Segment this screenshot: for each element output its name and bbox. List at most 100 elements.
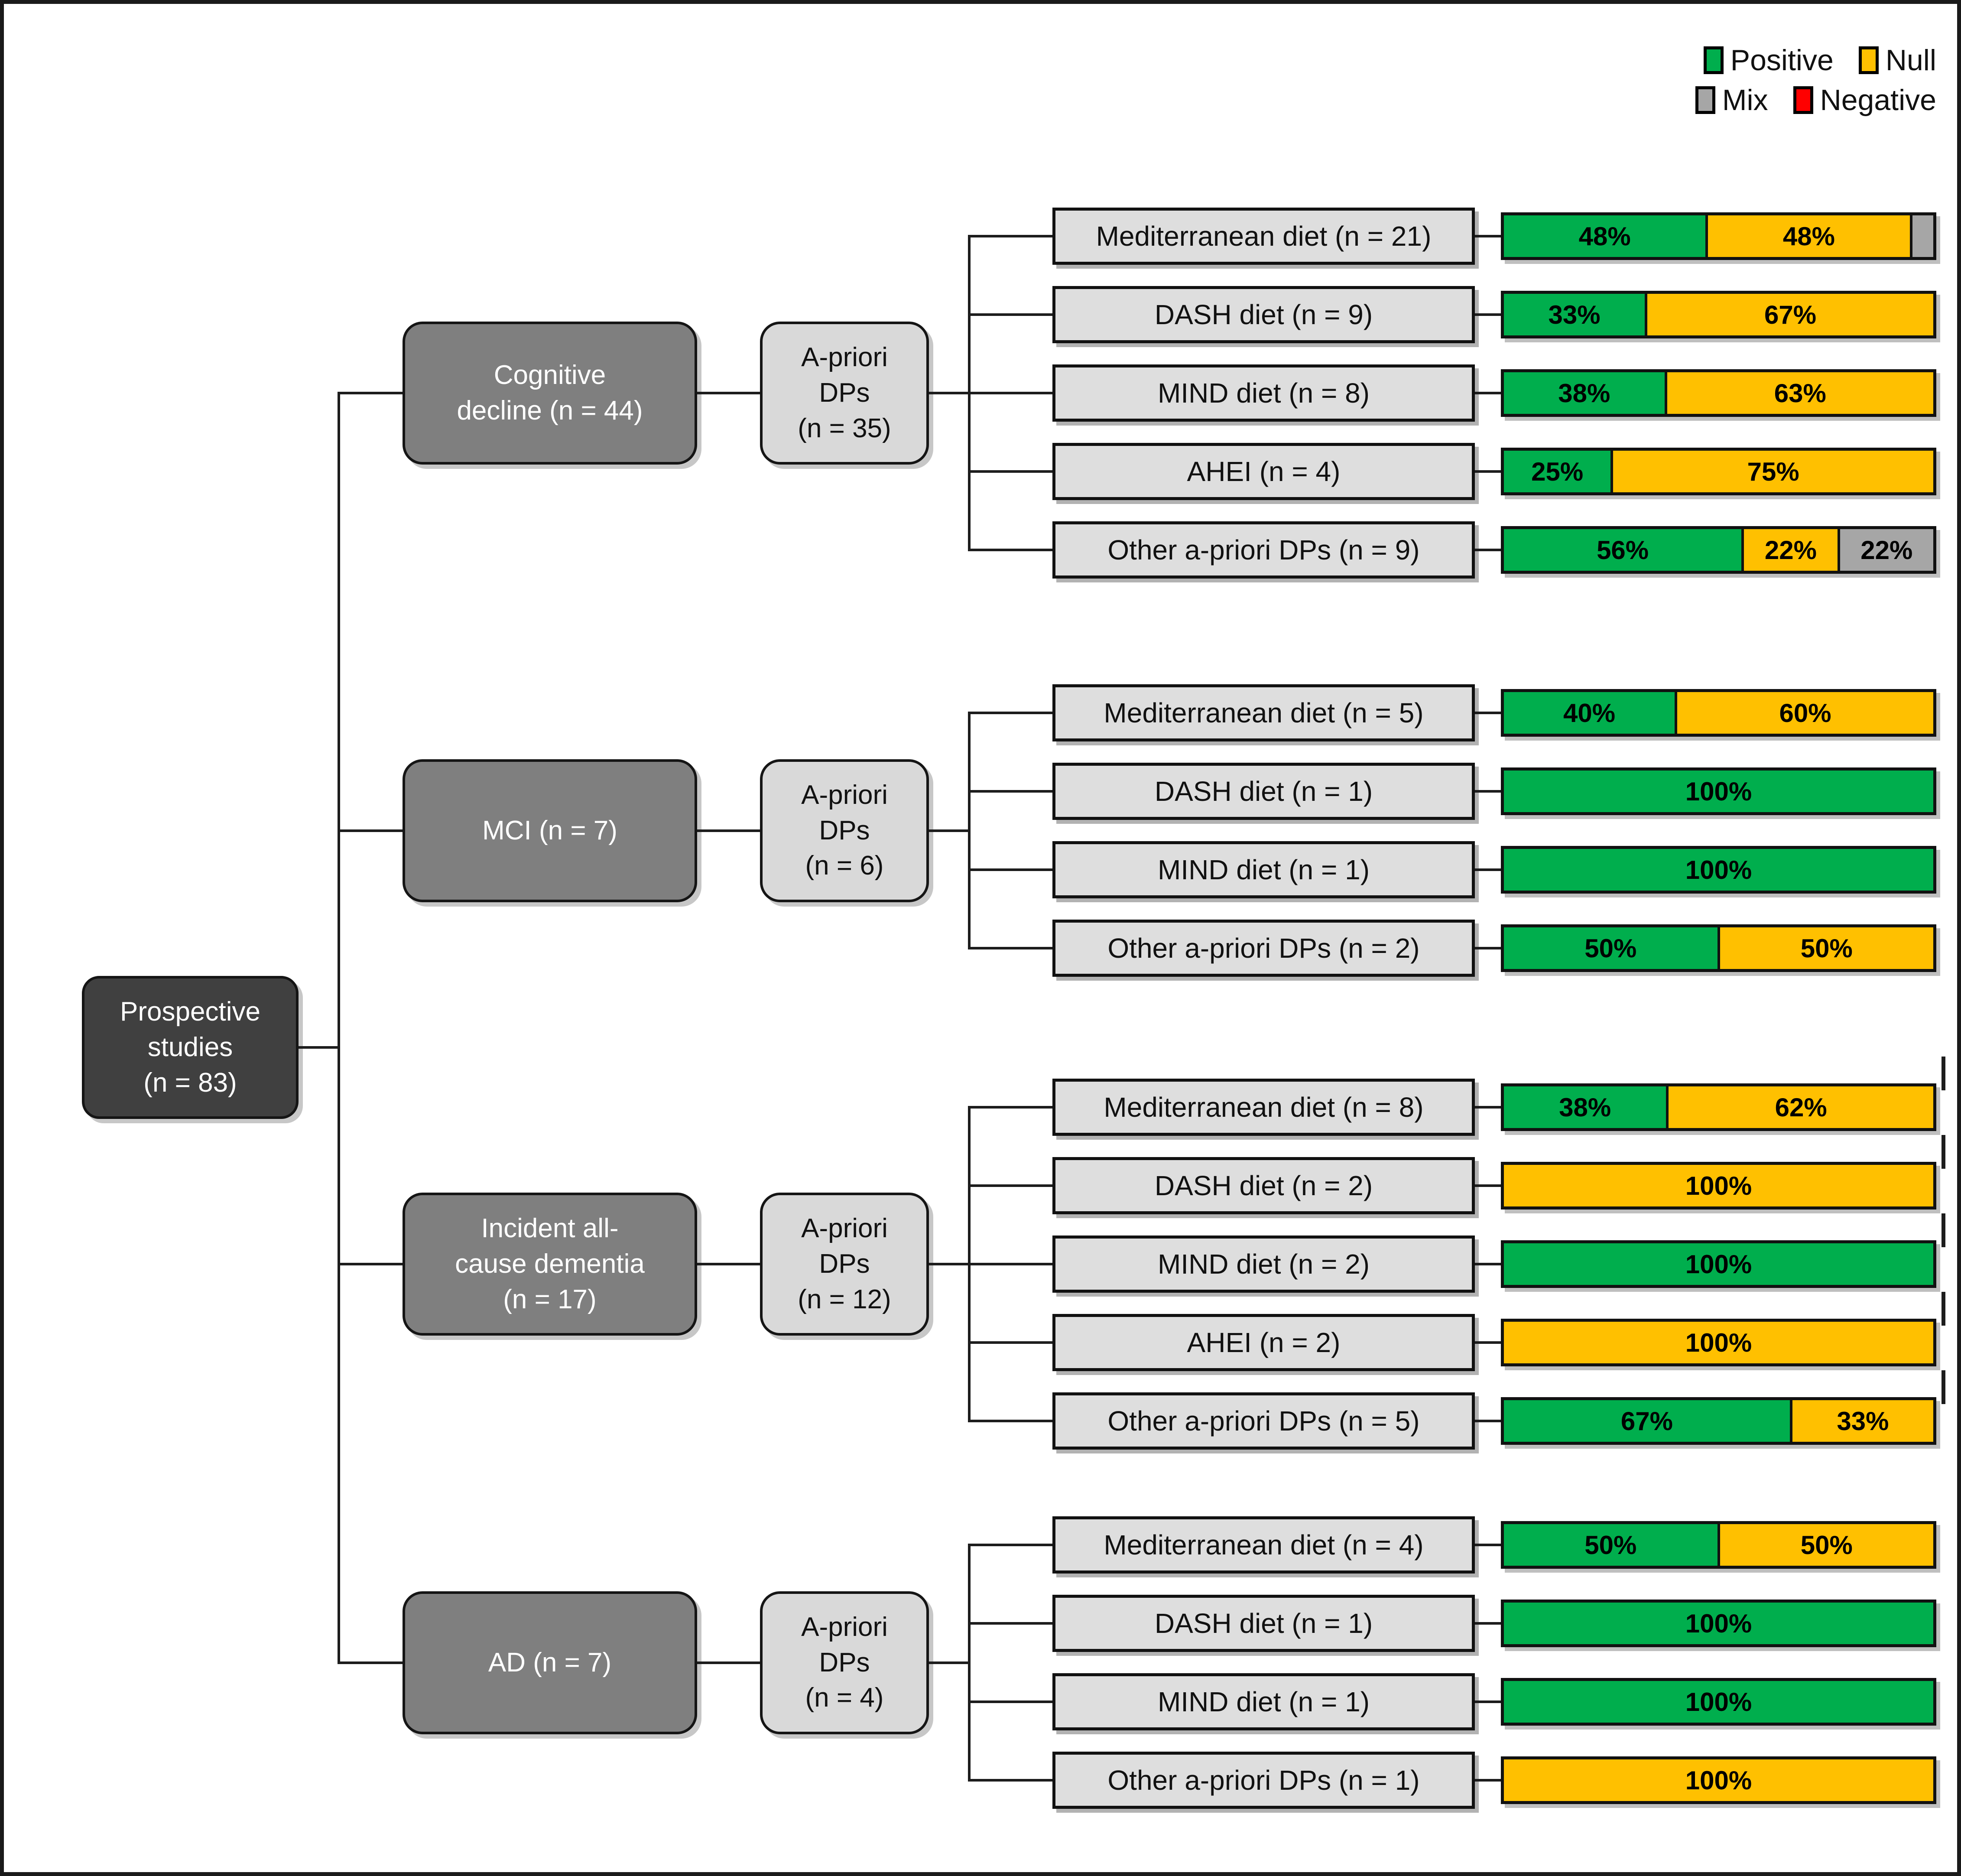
- bar-segment-value: 33%: [1548, 300, 1601, 329]
- node-label: A-priori DPs (n = 6): [801, 780, 888, 881]
- diet-box-ahei-2[interactable]: AHEI (n = 2): [1052, 1314, 1475, 1371]
- connector-trunk-to-outcome: [338, 1661, 403, 1664]
- connector-fork-to-diet: [968, 947, 1052, 949]
- bar-segment-null: 63%: [1664, 372, 1933, 414]
- stacked-bar-ahei-2: 100%: [1501, 1319, 1936, 1366]
- outcome-box-mci-1[interactable]: MCI (n = 7): [403, 759, 697, 902]
- node-label: Other a-priori DPs (n = 2): [1107, 932, 1420, 964]
- bar-segment-null: 100%: [1504, 1759, 1933, 1801]
- legend-item-mix: Mix: [1695, 85, 1768, 115]
- connector-diet-to-bar: [1475, 1700, 1501, 1703]
- bar-segment-value: 50%: [1800, 933, 1853, 963]
- diet-box-mind-diet-0[interactable]: MIND diet (n = 8): [1052, 364, 1475, 422]
- connector-fork-spine: [968, 712, 971, 949]
- stacked-bar-other-a-priori-dps-0: 56%22%22%: [1501, 526, 1936, 574]
- diet-box-mediterranean-diet-3[interactable]: Mediterranean diet (n = 4): [1052, 1516, 1475, 1574]
- connector-root-to-trunk: [299, 1046, 338, 1049]
- connector-fork-to-diet: [968, 313, 1052, 316]
- node-label: AHEI (n = 2): [1187, 1327, 1341, 1358]
- null-swatch-icon: [1858, 46, 1879, 74]
- diet-box-mediterranean-diet-1[interactable]: Mediterranean diet (n = 5): [1052, 684, 1475, 741]
- connector-trunk-to-outcome: [338, 829, 403, 832]
- diet-box-dash-diet-3[interactable]: DASH diet (n = 1): [1052, 1595, 1475, 1652]
- diet-box-ahei-0[interactable]: AHEI (n = 4): [1052, 443, 1475, 500]
- outcome-box-cognitive-decline-0[interactable]: Cognitive decline (n = 44): [403, 322, 697, 465]
- dps-box-0[interactable]: A-priori DPs (n = 35): [760, 322, 929, 465]
- connector-diet-to-bar: [1475, 1106, 1501, 1109]
- node-label: MIND diet (n = 1): [1157, 1686, 1370, 1717]
- connector-diet-to-bar: [1475, 549, 1501, 551]
- bar-segment-value: 40%: [1563, 698, 1616, 728]
- connector-fork-to-diet: [968, 1700, 1052, 1703]
- diet-box-mind-diet-1[interactable]: MIND diet (n = 1): [1052, 841, 1475, 898]
- connector-fork-to-diet: [968, 1341, 1052, 1344]
- connector-fork-to-diet: [968, 790, 1052, 793]
- bar-segment-positive: 100%: [1504, 1681, 1933, 1723]
- legend-item-positive: Positive: [1703, 46, 1834, 75]
- connector-dps-to-fork: [929, 1263, 968, 1265]
- bar-segment-value: 25%: [1531, 457, 1584, 486]
- node-label: Mediterranean diet (n = 4): [1104, 1529, 1424, 1561]
- connector-fork-to-diet: [968, 392, 1052, 394]
- diet-box-mind-diet-3[interactable]: MIND diet (n = 1): [1052, 1673, 1475, 1730]
- bar-segment-positive: 25%: [1504, 451, 1611, 492]
- bar-segment-value: 100%: [1685, 1687, 1752, 1717]
- diet-box-dash-diet-2[interactable]: DASH diet (n = 2): [1052, 1157, 1475, 1214]
- diet-box-dash-diet-1[interactable]: DASH diet (n = 1): [1052, 763, 1475, 820]
- connector-diet-to-bar: [1475, 790, 1501, 793]
- diet-box-other-a-priori-dps-1[interactable]: Other a-priori DPs (n = 2): [1052, 920, 1475, 977]
- node-label: Prospective studies (n = 83): [120, 997, 260, 1098]
- connector-fork-to-diet: [968, 1106, 1052, 1109]
- root-box[interactable]: Prospective studies (n = 83): [82, 975, 299, 1119]
- legend-label: Mix: [1722, 84, 1768, 117]
- diet-box-dash-diet-0[interactable]: DASH diet (n = 9): [1052, 286, 1475, 343]
- dps-box-2[interactable]: A-priori DPs (n = 12): [760, 1193, 929, 1336]
- stacked-bar-mind-diet-2: 100%: [1501, 1240, 1936, 1288]
- stacked-bar-other-a-priori-dps-2: 67%33%: [1501, 1397, 1936, 1445]
- bar-segment-value: 50%: [1584, 933, 1637, 963]
- bar-segment-value: 48%: [1782, 221, 1835, 251]
- bar-segment-positive: 56%: [1504, 529, 1742, 571]
- connector-fork-to-diet: [968, 470, 1052, 473]
- diet-box-mediterranean-diet-2[interactable]: Mediterranean diet (n = 8): [1052, 1079, 1475, 1136]
- node-label: MIND diet (n = 8): [1157, 377, 1370, 409]
- stacked-bar-mediterranean-diet-3: 50%50%: [1501, 1521, 1936, 1569]
- negative-swatch-icon: [1793, 86, 1813, 114]
- connector-fork-to-diet: [968, 1263, 1052, 1265]
- axis-tick-mark: [1942, 1135, 1945, 1169]
- node-label: MIND diet (n = 2): [1157, 1248, 1370, 1280]
- connector-diet-to-bar: [1475, 470, 1501, 473]
- connector-fork-spine: [968, 235, 971, 551]
- diet-box-other-a-priori-dps-2[interactable]: Other a-priori DPs (n = 5): [1052, 1392, 1475, 1450]
- diet-box-mediterranean-diet-0[interactable]: Mediterranean diet (n = 21): [1052, 208, 1475, 265]
- diet-box-mind-diet-2[interactable]: MIND diet (n = 2): [1052, 1235, 1475, 1293]
- outcome-box-incident-all-cause-dementia-2[interactable]: Incident all- cause dementia (n = 17): [403, 1193, 697, 1336]
- legend-label: Null: [1885, 44, 1936, 77]
- diet-box-other-a-priori-dps-0[interactable]: Other a-priori DPs (n = 9): [1052, 521, 1475, 579]
- diet-box-other-a-priori-dps-3[interactable]: Other a-priori DPs (n = 1): [1052, 1752, 1475, 1809]
- dps-box-3[interactable]: A-priori DPs (n = 4): [760, 1591, 929, 1734]
- connector-trunk-to-outcome: [338, 392, 403, 394]
- node-label: MIND diet (n = 1): [1157, 854, 1370, 885]
- connector-fork-to-diet: [968, 1420, 1052, 1422]
- connector-outcome-to-dps: [697, 1263, 760, 1265]
- bar-segment-value: 75%: [1747, 457, 1799, 486]
- connector-diet-to-bar: [1475, 712, 1501, 714]
- connector-fork-to-diet: [968, 1622, 1052, 1625]
- bar-segment-positive: 33%: [1504, 294, 1645, 335]
- bar-segment-value: 33%: [1837, 1406, 1889, 1436]
- bar-segment-positive: 100%: [1504, 1603, 1933, 1644]
- connector-outcome-to-dps: [697, 1661, 760, 1664]
- stacked-bar-mediterranean-diet-0: 48%48%: [1501, 212, 1936, 260]
- outcome-box-ad-3[interactable]: AD (n = 7): [403, 1591, 697, 1734]
- node-label: Mediterranean diet (n = 8): [1104, 1091, 1424, 1123]
- connector-fork-spine: [968, 1544, 971, 1782]
- node-label: Mediterranean diet (n = 5): [1104, 697, 1424, 728]
- stacked-bar-dash-diet-3: 100%: [1501, 1600, 1936, 1647]
- bar-segment-value: 100%: [1685, 1328, 1752, 1357]
- node-label: AD (n = 7): [488, 1647, 612, 1678]
- dps-box-1[interactable]: A-priori DPs (n = 6): [760, 759, 929, 902]
- bar-segment-value: 22%: [1764, 535, 1817, 565]
- bar-segment-mix: [1909, 215, 1933, 257]
- connector-diet-to-bar: [1475, 1420, 1501, 1422]
